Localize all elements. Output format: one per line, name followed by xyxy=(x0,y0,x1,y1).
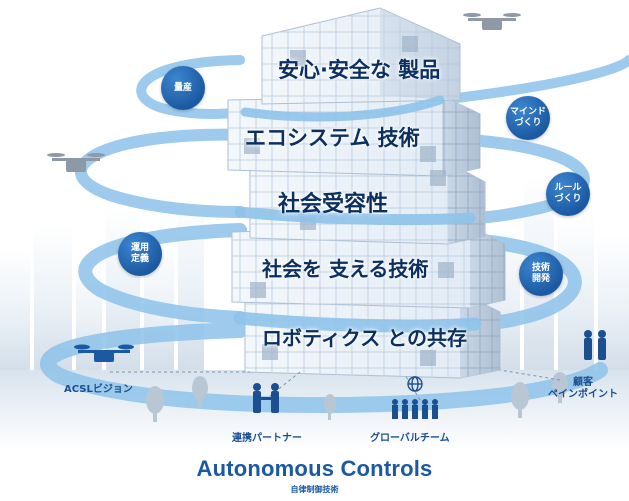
bubble-mindset: マインド づくり xyxy=(506,96,550,140)
people-icon xyxy=(584,330,606,360)
bubble-operation-definition: 運用 定義 xyxy=(118,232,162,276)
handshake-icon xyxy=(253,383,279,413)
tier-label-ecosystem: エコシステム 技術 xyxy=(245,126,420,150)
tier-label-safe-products: 安心·安全な 製品 xyxy=(278,58,441,82)
bubble-rules: ルール づくり xyxy=(546,172,590,216)
bubble-mass-production: 量産 xyxy=(161,66,205,110)
drone-icon xyxy=(74,344,134,362)
globe-icon xyxy=(407,376,423,392)
drone-icon xyxy=(47,13,521,172)
tier-label-social-acceptance: 社会受容性 xyxy=(278,192,389,217)
caption-global-team: グローバルチーム xyxy=(370,433,450,444)
caption-acsl-vision: ACSLビジョン xyxy=(64,384,133,395)
caption-partners: 連携パートナー xyxy=(232,433,302,444)
tier-label-supporting-tech: 社会を 支える技術 xyxy=(262,257,429,281)
brand-name: Autonomous Controls xyxy=(196,456,433,481)
team-icon xyxy=(392,399,438,419)
tree-icon xyxy=(146,372,568,422)
caption-customer-pain-points: 顧客 ペインポイント xyxy=(548,377,618,400)
brand-subtitle: 自律制御技術 xyxy=(290,485,339,494)
bubble-tech-development: 技術 開発 xyxy=(519,252,563,296)
tier-label-robotics-coexistence: ロボティクス との共存 xyxy=(262,326,467,350)
spiral-front xyxy=(233,95,482,333)
